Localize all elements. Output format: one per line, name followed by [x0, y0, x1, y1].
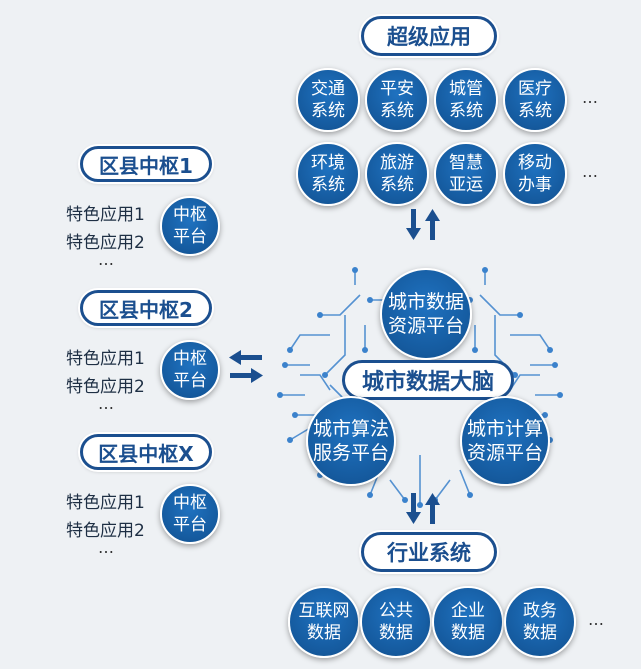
feature-app-ellipsis: … — [98, 250, 115, 269]
industry-data-circle[interactable]: 互联网数据 — [288, 586, 360, 658]
vertical-exchange-arrows-top — [403, 206, 443, 244]
city-algorithm-service-platform[interactable]: 城市算法服务平台 — [306, 396, 396, 486]
hub-platform-circle[interactable]: 中枢平台 — [160, 484, 220, 544]
city-compute-resource-platform[interactable]: 城市计算资源平台 — [460, 396, 550, 486]
top-app-circle[interactable]: 环境系统 — [296, 142, 360, 206]
super-apps-title: 超级应用 — [361, 16, 497, 56]
top-row2-ellipsis: … — [582, 162, 599, 181]
top-app-circle[interactable]: 移动办事 — [503, 142, 567, 206]
top-app-circle[interactable]: 智慧亚运 — [434, 142, 498, 206]
city-data-resource-platform[interactable]: 城市数据资源平台 — [380, 268, 472, 360]
industry-systems-title: 行业系统 — [361, 532, 497, 572]
district-hub-x-title: 区县中枢X — [80, 434, 212, 470]
district-hub-1-title: 区县中枢1 — [80, 146, 212, 182]
feature-app-ellipsis: … — [98, 538, 115, 557]
hub-platform-circle[interactable]: 中枢平台 — [160, 340, 220, 400]
vertical-exchange-arrows-bottom — [403, 490, 443, 528]
industry-data-circle[interactable]: 公共数据 — [360, 586, 432, 658]
feature-app-label: 特色应用1 — [66, 488, 145, 513]
top-app-circle[interactable]: 旅游系统 — [365, 142, 429, 206]
industry-data-circle[interactable]: 企业数据 — [432, 586, 504, 658]
feature-app-label: 特色应用1 — [66, 344, 145, 369]
industry-data-circle[interactable]: 政务数据 — [504, 586, 576, 658]
top-row1-ellipsis: … — [582, 88, 599, 107]
top-app-circle[interactable]: 平安系统 — [365, 68, 429, 132]
feature-app-label: 特色应用1 — [66, 200, 145, 225]
bottom-ellipsis: … — [588, 610, 605, 629]
top-app-circle[interactable]: 交通系统 — [296, 68, 360, 132]
hub-platform-circle[interactable]: 中枢平台 — [160, 196, 220, 256]
horizontal-exchange-arrows — [226, 348, 266, 386]
top-app-circle[interactable]: 医疗系统 — [503, 68, 567, 132]
top-app-circle[interactable]: 城管系统 — [434, 68, 498, 132]
city-data-brain-title: 城市数据大脑 — [342, 360, 514, 400]
feature-app-ellipsis: … — [98, 394, 115, 413]
district-hub-2-title: 区县中枢2 — [80, 290, 212, 326]
